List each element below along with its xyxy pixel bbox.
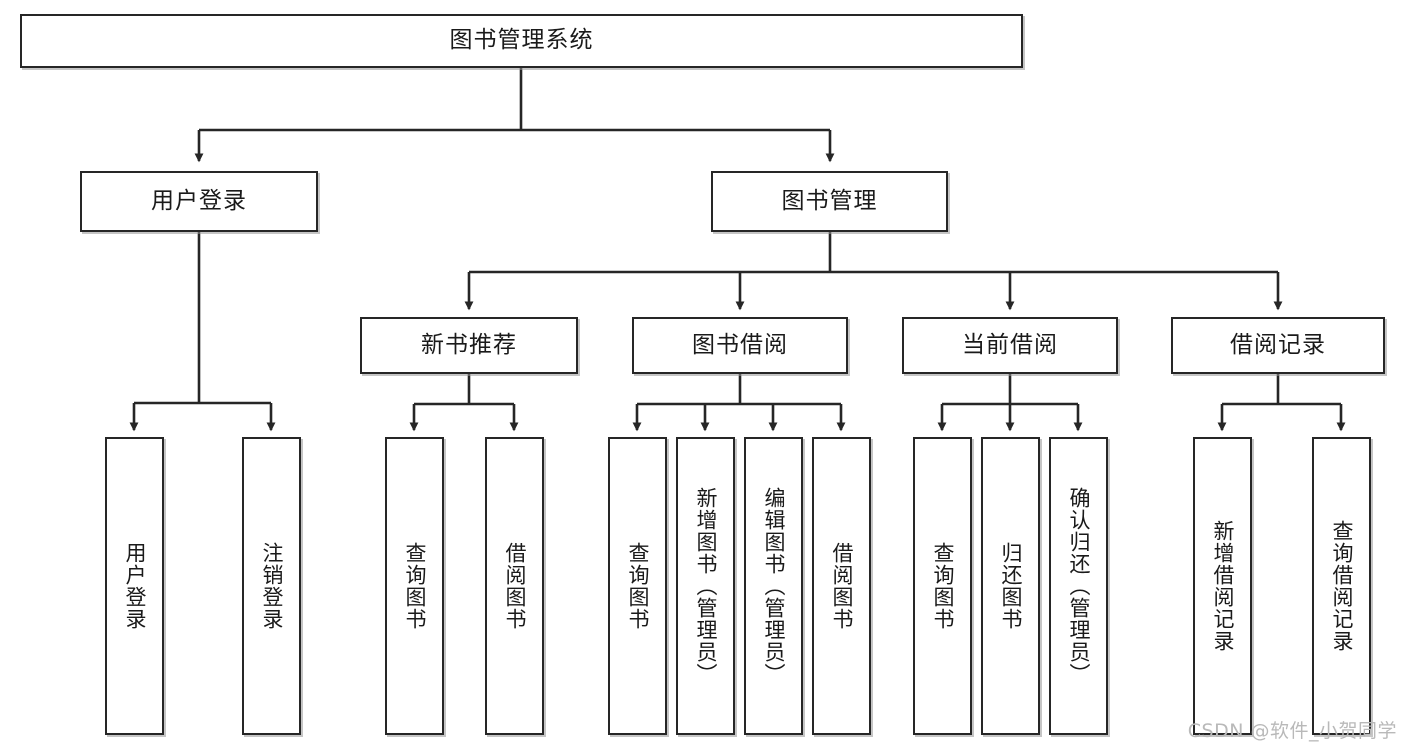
leaf-newbook-query-book[interactable]: 查询图书 [385,437,444,735]
leaf-logout-login-label: 注销登录 [259,542,284,630]
leaf-newbook-borrow-book-label: 借阅图书 [502,542,527,630]
node-current-borrow[interactable]: 当前借阅 [902,317,1118,374]
node-borrow-record-label: 借阅记录 [1230,331,1326,358]
node-root-label: 图书管理系统 [449,27,594,54]
node-root[interactable]: 图书管理系统 [20,14,1023,68]
leaf-borrow-add-book-admin[interactable]: 新增图书（管理员） [676,437,735,735]
node-book-management[interactable]: 图书管理 [711,171,948,232]
leaf-user-login[interactable]: 用户登录 [105,437,164,735]
node-new-book-recommend-label: 新书推荐 [421,331,517,358]
node-user-login[interactable]: 用户登录 [80,171,318,232]
leaf-borrow-borrow-book[interactable]: 借阅图书 [812,437,871,735]
node-book-borrow[interactable]: 图书借阅 [632,317,848,374]
leaf-record-query-record-label: 查询借阅记录 [1329,520,1354,652]
leaf-current-confirm-return-admin[interactable]: 确认归还（管理员） [1049,437,1108,735]
leaf-borrow-edit-book-admin[interactable]: 编辑图书（管理员） [744,437,803,735]
csdn-watermark: CSDN @软件_小贺同学 [1187,720,1397,742]
leaf-current-confirm-return-admin-label: 确认归还（管理员） [1066,487,1091,685]
node-new-book-recommend[interactable]: 新书推荐 [360,317,578,374]
node-user-login-label: 用户登录 [151,187,247,214]
leaf-newbook-query-book-label: 查询图书 [402,542,427,630]
leaf-record-query-record[interactable]: 查询借阅记录 [1312,437,1371,735]
leaf-logout-login[interactable]: 注销登录 [242,437,301,735]
leaf-record-add-record-label: 新增借阅记录 [1210,520,1235,652]
leaf-borrow-edit-book-admin-label: 编辑图书（管理员） [761,487,786,685]
node-book-management-label: 图书管理 [781,187,878,214]
leaf-user-login-label: 用户登录 [122,542,147,630]
leaf-record-add-record[interactable]: 新增借阅记录 [1193,437,1252,735]
leaf-borrow-borrow-book-label: 借阅图书 [829,542,854,630]
leaf-current-return-book[interactable]: 归还图书 [981,437,1040,735]
leaf-current-query-book[interactable]: 查询图书 [913,437,972,735]
leaf-current-query-book-label: 查询图书 [930,542,955,630]
node-book-borrow-label: 图书借阅 [692,331,788,358]
leaf-borrow-query-book[interactable]: 查询图书 [608,437,667,735]
leaf-newbook-borrow-book[interactable]: 借阅图书 [485,437,544,735]
node-borrow-record[interactable]: 借阅记录 [1171,317,1385,374]
leaf-current-return-book-label: 归还图书 [998,542,1023,630]
leaf-borrow-query-book-label: 查询图书 [625,542,650,630]
leaf-borrow-add-book-admin-label: 新增图书（管理员） [693,487,718,685]
node-current-borrow-label: 当前借阅 [962,331,1058,358]
